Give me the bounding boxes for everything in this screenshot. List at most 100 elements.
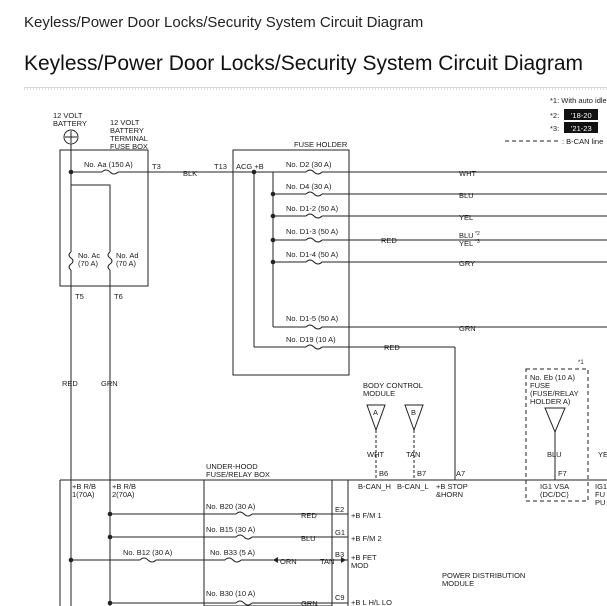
wire-blu-yel-2: YEL [459, 239, 473, 248]
terminal-box-label-3: TERMINAL [110, 134, 148, 143]
terminal-t3: T3 [152, 162, 161, 171]
wire-red-d1-3: RED [381, 236, 397, 245]
legend-note-3-key: *3: [550, 124, 559, 133]
arrow-tan-icon [341, 557, 346, 563]
legend-bcan: : B-CAN line [562, 137, 603, 146]
fuse-aa-symbol [101, 169, 119, 175]
wire-red-d19: RED [384, 343, 400, 352]
bcm-label-1: BODY CONTROL [363, 381, 423, 390]
fuse-eb-connector [544, 407, 566, 434]
ig1vsa-label-1: IG1 VSA [540, 482, 569, 491]
fuse-b15-label: No. B15 (30 A) [206, 525, 256, 534]
rb1-label-1: +B R/B [72, 482, 96, 491]
fuse-eb-holder [525, 368, 589, 502]
bcm-can-l: B-CAN_L [397, 482, 429, 491]
fuse-eb-label-4: HOLDER A) [530, 397, 571, 406]
fuse-ad-label-2: (70 A) [116, 259, 137, 268]
terminal-g1: G1 [335, 528, 345, 537]
fuse-d1-2-label: No. D1-2 (50 A) [286, 204, 339, 213]
terminal-t13: T13 [214, 162, 227, 171]
legend-note-1: *1: With auto idle [550, 96, 607, 105]
fuse-d4-label: No. D4 (30 A) [286, 182, 332, 191]
fuse-branches [254, 169, 455, 350]
terminal-a7: A7 [456, 469, 465, 478]
terminal-box-label-2: BATTERY [110, 126, 144, 135]
wire-blu-eb: BLU [547, 450, 562, 459]
terminal-box-label-4: FUSE BOX [110, 142, 148, 151]
terminal-fuse-box [59, 149, 149, 287]
fuse-aa-label: No. Aa (150 A) [84, 160, 133, 169]
terminal-b3: B3 [335, 550, 344, 559]
superscript-1: *1 [578, 360, 584, 366]
wire-red-main: RED [62, 379, 78, 388]
underhood-fuse-box [203, 479, 333, 606]
pdm-fm2: +B F/M 2 [351, 534, 382, 543]
wire-gry: GRY [459, 259, 475, 268]
fuse-d1-4-label: No. D1-4 (50 A) [286, 250, 339, 259]
bcm-connector-b-label: B [411, 408, 416, 417]
wire-grn-b30: GRN [301, 599, 318, 606]
superscript-3: *3 [475, 239, 480, 245]
ig1vsa-label-2: (DC/DC) [540, 490, 569, 499]
terminal-t6: T6 [114, 292, 123, 301]
fuse-eb-label-2: FUSE [530, 381, 550, 390]
wire-ye-cut: YE [598, 450, 607, 459]
ig1-cut-2: FU [595, 490, 605, 499]
rb2-label-1: +B R/B [112, 482, 136, 491]
ig1-cut-3: PU [595, 498, 605, 507]
bcm-connector-a-label: A [373, 408, 378, 417]
legend-note-3-value: '21-23 [571, 124, 592, 133]
fuse-eb-label-3: (FUSE/RELAY [530, 389, 579, 398]
fuse-b20-label: No. B20 (30 A) [206, 502, 256, 511]
wire-wht: WHT [459, 169, 476, 178]
wire-grn-main: GRN [101, 379, 118, 388]
wire-grn-d1-5: GRN [459, 324, 476, 333]
fuse-ac-symbol [68, 251, 74, 271]
wire-blu-yel-1: BLU [459, 231, 474, 240]
wire-wht-bcm: WHT [367, 450, 384, 459]
page-title: Keyless/Power Door Locks/Security System… [24, 52, 584, 75]
wire-orn: ORN [280, 557, 297, 566]
bcm-label-2: MODULE [363, 389, 395, 398]
pdm-hlo: +B L H/L LO [351, 598, 392, 606]
legend-note-2-value: '18-20 [571, 111, 592, 120]
fuse-d1-3-label: No. D1-3 (50 A) [286, 227, 339, 236]
pdm-fet-1: +B FET [351, 553, 377, 562]
breadcrumb[interactable]: Keyless/Power Door Locks/Security System… [24, 14, 424, 31]
fuse-ac-label-1: No. Ac [78, 251, 100, 260]
legend-badge-3 [564, 122, 598, 133]
legend-note-2-key: *2: [550, 111, 559, 120]
underhood-label-2: FUSE/RELAY BOX [206, 470, 270, 479]
bcm-can-h: B-CAN_H [358, 482, 391, 491]
fuse-b30-label: No. B30 (10 A) [206, 589, 256, 598]
battery-label-1: 12 VOLT [53, 111, 83, 120]
pdm-name-2: MODULE [442, 579, 474, 588]
terminal-b7: B7 [417, 469, 426, 478]
arrow-orn-icon [273, 557, 278, 563]
wire-red-b20: RED [301, 511, 317, 520]
title-divider [24, 87, 607, 88]
terminal-box-label-1: 12 VOLT [110, 118, 140, 127]
terminal-f7: F7 [558, 469, 567, 478]
fuse-ad-label-1: No. Ad [116, 251, 139, 260]
bcm-stop-2: &HORN [436, 490, 463, 499]
bcm-stop-1: +B STOP [436, 482, 468, 491]
fuse-holder-label: FUSE HOLDER [294, 140, 348, 149]
terminal-t5: T5 [75, 292, 84, 301]
fuse-d1-5-label: No. D1-5 (50 A) [286, 314, 339, 323]
fuse-b33-label: No. B33 (5 A) [210, 548, 256, 557]
legend-badge-2 [564, 109, 598, 120]
pdm-fet-2: MOD [351, 561, 369, 570]
fuse-b12-label: No. B12 (30 A) [123, 548, 173, 557]
underhood-label-1: UNDER-HOOD [206, 462, 258, 471]
terminal-b6: B6 [379, 469, 388, 478]
fuse-d2-label: No. D2 (30 A) [286, 160, 332, 169]
rb2-label-2: 2(70A) [112, 490, 135, 499]
ig1-cut-1: IG1 [595, 482, 607, 491]
junction-dots [68, 169, 276, 606]
wire-tan-bcm: TAN [406, 450, 420, 459]
superscript-2: *2 [475, 231, 480, 237]
terminal-e2: E2 [335, 505, 344, 514]
wire-blu: BLU [459, 191, 474, 200]
